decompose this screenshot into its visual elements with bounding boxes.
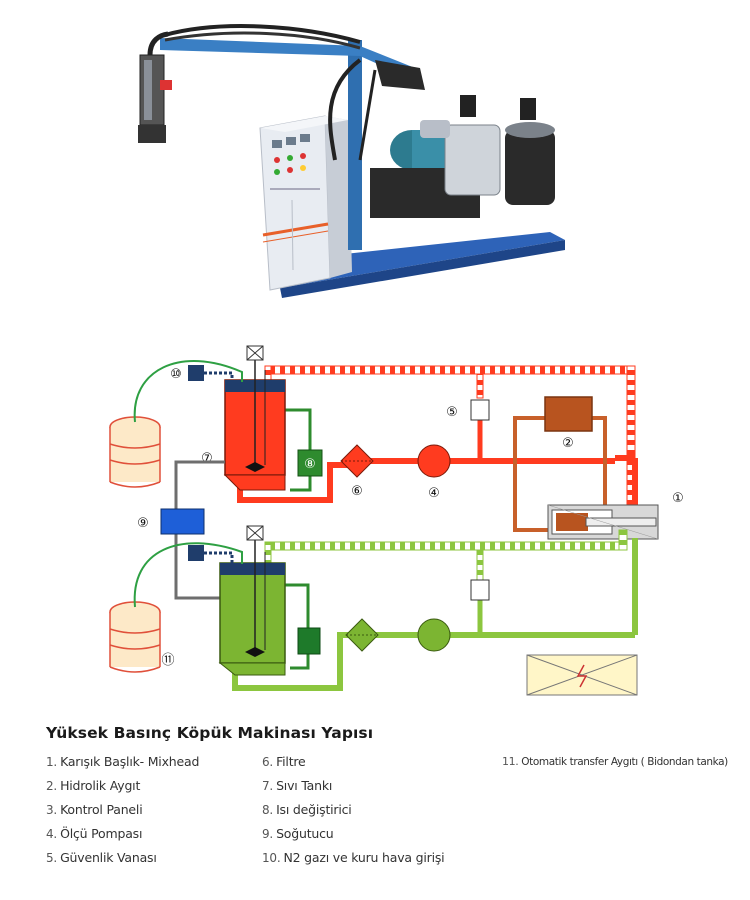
green-tank xyxy=(218,540,286,676)
legend-number: 8. xyxy=(262,803,274,817)
marker-9: ⑨ xyxy=(137,516,149,531)
marker-8: ⑧ xyxy=(304,457,316,472)
safety-valve-red xyxy=(470,399,490,421)
marker-10: ⑩ xyxy=(170,367,182,382)
marker-2: ② xyxy=(562,436,574,451)
heat-exchanger-green xyxy=(297,627,321,655)
vent-valve-green xyxy=(246,525,264,541)
pump-red xyxy=(417,444,451,478)
hydraulic-unit xyxy=(544,396,593,432)
legend-label: Güvenlik Vanası xyxy=(60,850,157,865)
transfer-hose-green xyxy=(133,542,243,608)
green-supply-line xyxy=(232,538,638,691)
heat-exchanger xyxy=(297,449,323,477)
mixhead-schematic xyxy=(547,504,659,540)
marker-7: ⑦ xyxy=(201,451,213,466)
mixhead xyxy=(138,31,172,143)
legend-item: 7.Sıvı Tankı xyxy=(262,778,332,793)
legend-number: 10. xyxy=(262,851,281,865)
legend-item: 2.Hidrolik Aygıt xyxy=(46,778,140,793)
legend-item: 6.Filtre xyxy=(262,754,306,769)
machine-photo xyxy=(138,24,565,298)
tanks xyxy=(420,95,555,205)
green-return-line xyxy=(264,529,628,581)
legend-number: 9. xyxy=(262,827,274,841)
marker-4: ④ xyxy=(428,486,440,501)
legend-number: 3. xyxy=(46,803,58,817)
cooler-lines xyxy=(174,460,225,600)
transfer-hose-red xyxy=(133,360,243,423)
vent-valve-red xyxy=(246,345,264,361)
legend-label: Kontrol Paneli xyxy=(60,802,143,817)
legend-number: 4. xyxy=(46,827,58,841)
page-title: Yüksek Basınç Köpük Makinası Yapısı xyxy=(46,724,374,742)
schematic-diagram: ② ⑩ ⑧ ⑥ ④ ⑤ ⑦ ① xyxy=(109,345,684,696)
red-return-line xyxy=(264,365,636,509)
safety-valve-green xyxy=(470,579,490,601)
legend-number: 11. xyxy=(502,755,519,768)
legend-label: Isı değiştirici xyxy=(276,802,352,817)
control-panel-schematic xyxy=(526,654,638,696)
legend-number: 2. xyxy=(46,779,58,793)
legend-label: Sıvı Tankı xyxy=(276,778,333,793)
n2-inlet-green xyxy=(188,545,234,564)
legend-item: 9.Soğutucu xyxy=(262,826,334,841)
legend-label: Hidrolik Aygıt xyxy=(60,778,141,793)
legend-number: 5. xyxy=(46,851,58,865)
legend-item: 8.Isı değiştirici xyxy=(262,802,352,817)
legend-number: 7. xyxy=(262,779,274,793)
red-tank xyxy=(223,360,286,491)
n2-inlet-red xyxy=(188,365,234,382)
marker-5: ⑤ xyxy=(446,405,458,420)
legend-number: 6. xyxy=(262,755,274,769)
marker-11: ⑪ xyxy=(161,653,174,668)
boom-arm xyxy=(160,24,425,250)
hydraulic-lines xyxy=(513,416,607,532)
legend-item: 1.Karışık Başlık- Mixhead xyxy=(46,754,199,769)
legend-number: 1. xyxy=(46,755,58,769)
legend-label: Soğutucu xyxy=(276,826,334,841)
legend-label: Otomatik transfer Aygıtı ( Bidondan tank… xyxy=(521,756,728,768)
legend-item: 5.Güvenlik Vanası xyxy=(46,850,157,865)
legend-label: Filtre xyxy=(276,754,306,769)
drum-green-circuit xyxy=(109,601,161,673)
legend-item: 10.N2 gazı ve kuru hava girişi xyxy=(262,850,445,865)
legend-item: 3.Kontrol Paneli xyxy=(46,802,143,817)
cooler xyxy=(160,508,205,535)
marker-1: ① xyxy=(672,491,684,506)
legend-item: 4.Ölçü Pompası xyxy=(46,826,142,841)
legend-item: 11.Otomatik transfer Aygıtı ( Bidondan t… xyxy=(502,755,728,768)
legend-label: N2 gazı ve kuru hava girişi xyxy=(283,850,445,865)
legend-label: Ölçü Pompası xyxy=(60,826,143,841)
marker-6: ⑥ xyxy=(351,484,363,499)
legend-label: Karışık Başlık- Mixhead xyxy=(60,754,200,769)
pump-green xyxy=(417,618,451,652)
drum-red-circuit xyxy=(109,416,161,488)
control-panel xyxy=(270,134,320,271)
